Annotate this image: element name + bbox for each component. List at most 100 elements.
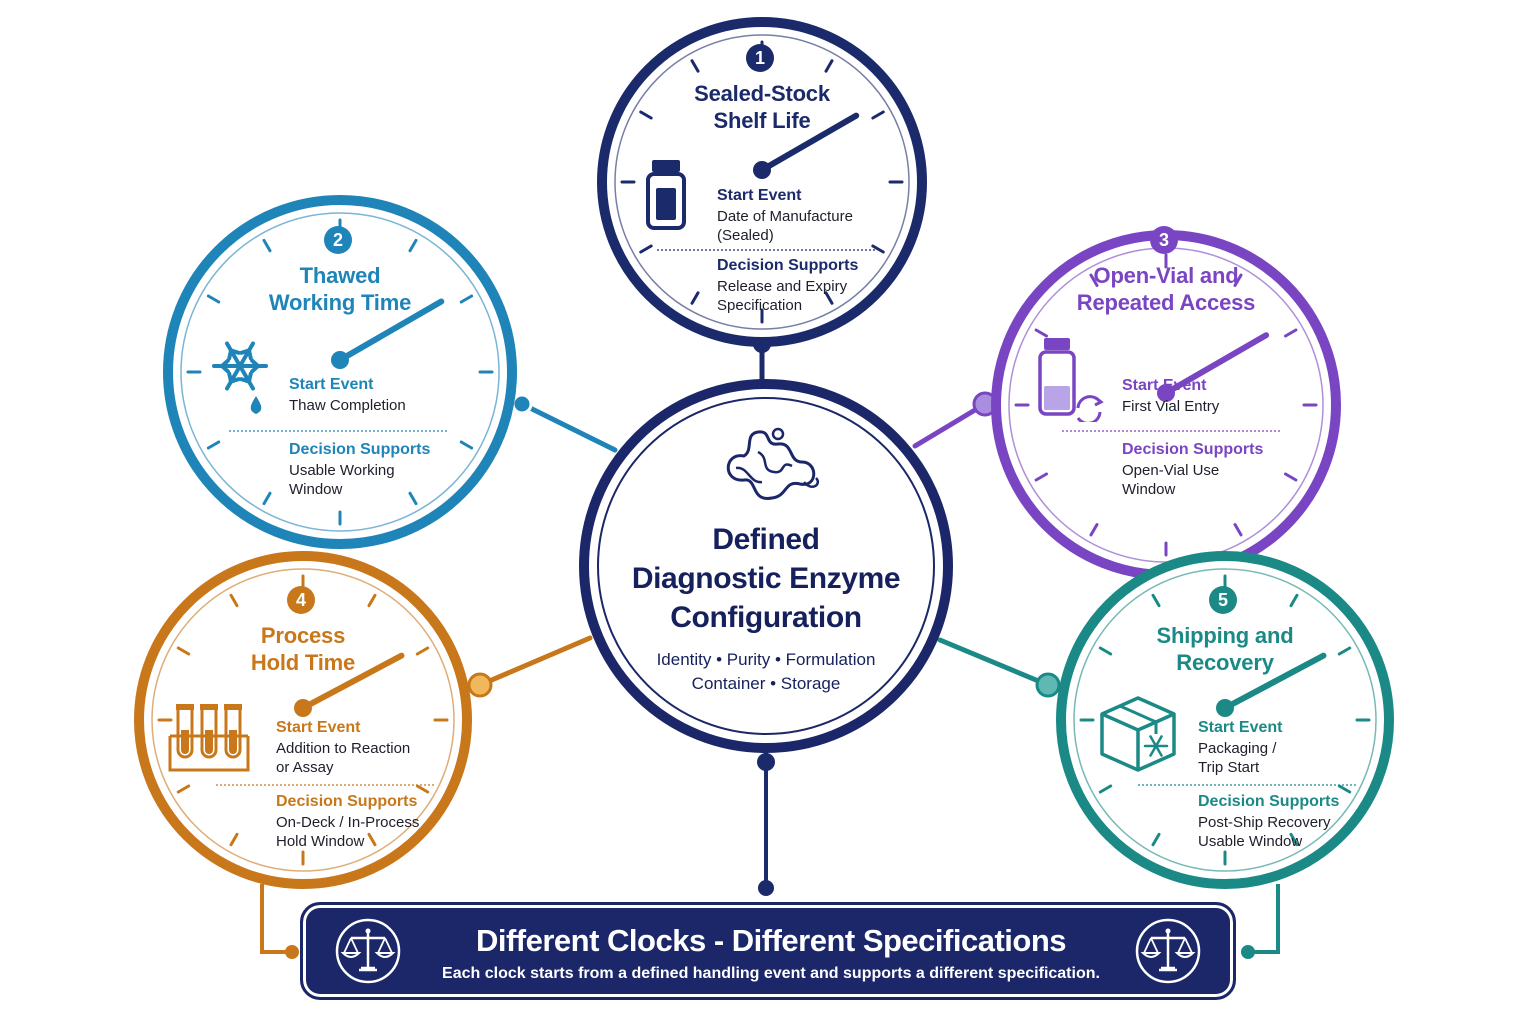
decision-supports-label: Decision Supports <box>717 257 859 274</box>
clock-number-badge: 1 <box>746 44 774 72</box>
test-tubes-icon <box>168 704 250 772</box>
balance-scale-icon <box>1135 918 1201 984</box>
clock-hand <box>1163 332 1270 396</box>
clock-tick <box>459 440 474 450</box>
clock-tick <box>871 244 885 254</box>
open-vial-icon <box>1038 338 1104 422</box>
clock-tick <box>824 59 834 73</box>
clock-hand <box>337 298 445 363</box>
start-event-value: Trip Start <box>1198 759 1260 776</box>
clock-tick <box>1089 523 1099 537</box>
connector-node <box>285 945 299 959</box>
center-attributes-line-2: Container • Storage <box>691 674 841 693</box>
clock-face <box>134 551 472 889</box>
clock-tick <box>639 244 653 254</box>
decision-supports-label: Decision Supports <box>1198 793 1340 810</box>
center-attributes: Identity • Purity • Formulation Containe… <box>596 648 936 696</box>
start-event-value: Thaw Completion <box>289 397 406 414</box>
clock-hand <box>759 112 860 173</box>
connector-node <box>1241 945 1255 959</box>
clock-tick <box>408 238 418 253</box>
clock-tick <box>690 291 700 305</box>
connector-line <box>1250 884 1280 954</box>
start-event-value: Date of Manufacture <box>717 208 853 225</box>
banner-subtitle: Each clock starts from a defined handlin… <box>442 965 1100 982</box>
connector-line <box>260 884 290 954</box>
clock-tick <box>367 832 377 847</box>
clock-pivot <box>1216 699 1234 717</box>
decision-supports-value: On-Deck / In-Process <box>276 814 420 831</box>
clock-tick <box>408 491 418 506</box>
cold-shipping-box-icon <box>1100 696 1176 772</box>
clock-tick <box>1034 328 1048 338</box>
clock-tick <box>1233 523 1243 537</box>
clock-title-line: Shelf Life <box>713 108 811 133</box>
center-ring <box>579 379 953 753</box>
snowflake-thaw-icon <box>212 341 268 414</box>
clock-tick <box>1151 593 1161 608</box>
specifications-banner: Different Clocks - Different Specificati… <box>300 902 1236 1000</box>
decision-supports-label: Decision Supports <box>1122 441 1264 458</box>
decision-supports-value: Usable Window <box>1198 833 1303 850</box>
clock-tick <box>1089 273 1099 287</box>
clock-number-badge: 4 <box>287 586 315 614</box>
clock-tick <box>176 646 191 656</box>
clock-tick <box>262 238 272 253</box>
clock-tick <box>871 110 885 120</box>
clock-tick <box>824 291 834 305</box>
protein-molecule-icon <box>726 427 820 500</box>
clock-tick <box>690 59 700 73</box>
clock-tick <box>1289 832 1299 847</box>
start-event-value: (Sealed) <box>717 227 774 244</box>
start-event-value: or Assay <box>276 759 334 776</box>
clock-title-line: Process <box>260 623 346 648</box>
clock-tick <box>206 294 221 304</box>
start-event-label: Start Event <box>1122 377 1207 394</box>
clock-tick <box>1284 328 1298 338</box>
decision-supports-value: Usable Working <box>289 462 395 479</box>
decision-supports-value: Window <box>1122 481 1176 498</box>
clock-face <box>163 195 517 549</box>
decision-supports-label: Decision Supports <box>276 793 418 810</box>
clock-tick <box>229 832 239 847</box>
clock-title-line: Sealed-Stock <box>694 81 830 106</box>
clock-tick <box>1034 472 1048 482</box>
clock-pivot <box>294 699 312 717</box>
start-event-value: Addition to Reaction <box>276 740 411 757</box>
decision-supports-value: Specification <box>717 297 803 314</box>
clock-tick <box>1337 646 1352 656</box>
clock-tick <box>262 491 272 506</box>
clock-hand <box>300 652 405 711</box>
clock-tick <box>1284 472 1298 482</box>
clock-tick <box>1098 646 1113 656</box>
clock-tick <box>1233 273 1243 287</box>
clock-number-badge: 3 <box>1150 226 1178 254</box>
clock-hand <box>1222 652 1327 711</box>
connector-node <box>757 753 775 771</box>
decision-supports-value: Window <box>289 481 343 498</box>
clock-tick <box>415 646 430 656</box>
center-hub: Defined Diagnostic Enzyme Configuration … <box>576 376 956 756</box>
clock-title-line: Working Time <box>268 290 412 315</box>
clock-face <box>597 17 927 347</box>
center-title-line-2: Diagnostic Enzyme <box>631 562 901 595</box>
banner-title: Different Clocks - Different Specificati… <box>475 923 1067 958</box>
clock-tick <box>1337 784 1352 794</box>
clock-tick <box>206 440 221 450</box>
decision-supports-value: Hold Window <box>276 833 365 850</box>
connector-line <box>912 401 988 449</box>
center-title-line-1: Defined <box>712 523 820 556</box>
clock-tick <box>1098 784 1113 794</box>
balance-scale-icon <box>335 918 401 984</box>
clock-title-line: Thawed <box>299 263 381 288</box>
start-event-label: Start Event <box>289 376 374 393</box>
clock-pivot <box>753 161 771 179</box>
clock-title-line: Repeated Access <box>1076 290 1256 315</box>
decision-supports-label: Decision Supports <box>289 441 431 458</box>
decision-supports-value: Post-Ship Recovery <box>1198 814 1331 831</box>
clock-title-line: Shipping and <box>1156 623 1294 648</box>
clock-tick <box>415 784 430 794</box>
